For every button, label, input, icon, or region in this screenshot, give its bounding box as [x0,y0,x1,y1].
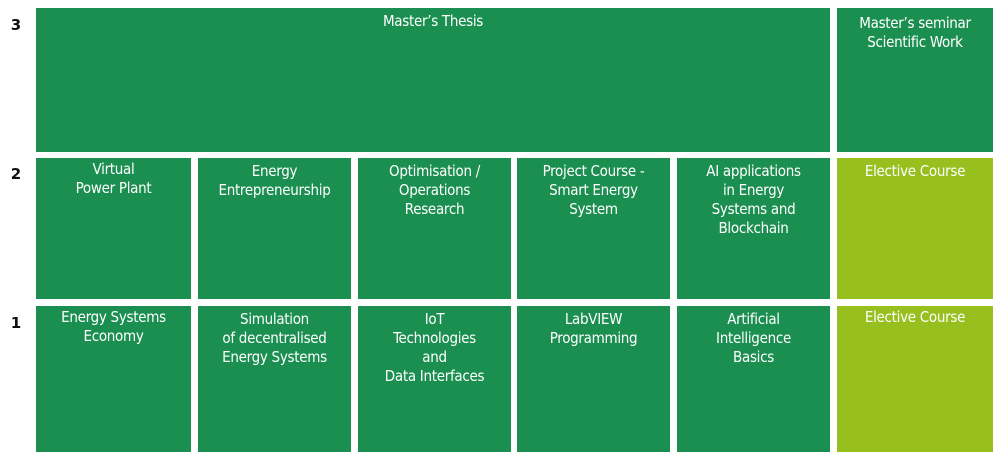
module-artificial-intelligence-basics: Artificial Intelligence Basics [677,306,830,452]
module-masters-thesis: Master’s Thesis [36,8,830,152]
semester-label-3: 3 [10,16,22,34]
module-ai-applications-energy-blockchain: AI applications in Energy Systems and Bl… [677,158,830,299]
module-masters-seminar: Master’s seminar Scientific Work [837,8,993,152]
module-elective-course-sem1: Elective Course [837,306,993,452]
module-simulation-decentralised-energy-systems: Simulation of decentralised Energy Syste… [198,306,351,452]
module-project-course-smart-energy-system: Project Course - Smart Energy System [517,158,670,299]
semester-label-1: 1 [10,314,22,332]
module-virtual-power-plant: Virtual Power Plant [36,158,191,299]
module-optimisation-operations-research: Optimisation / Operations Research [358,158,511,299]
module-energy-entrepreneurship: Energy Entrepreneurship [198,158,351,299]
module-labview-programming: LabVIEW Programming [517,306,670,452]
module-iot-technologies-data-interfaces: IoT Technologies and Data Interfaces [358,306,511,452]
module-energy-systems-economy: Energy Systems Economy [36,306,191,452]
module-elective-course-sem2: Elective Course [837,158,993,299]
semester-label-2: 2 [10,165,22,183]
